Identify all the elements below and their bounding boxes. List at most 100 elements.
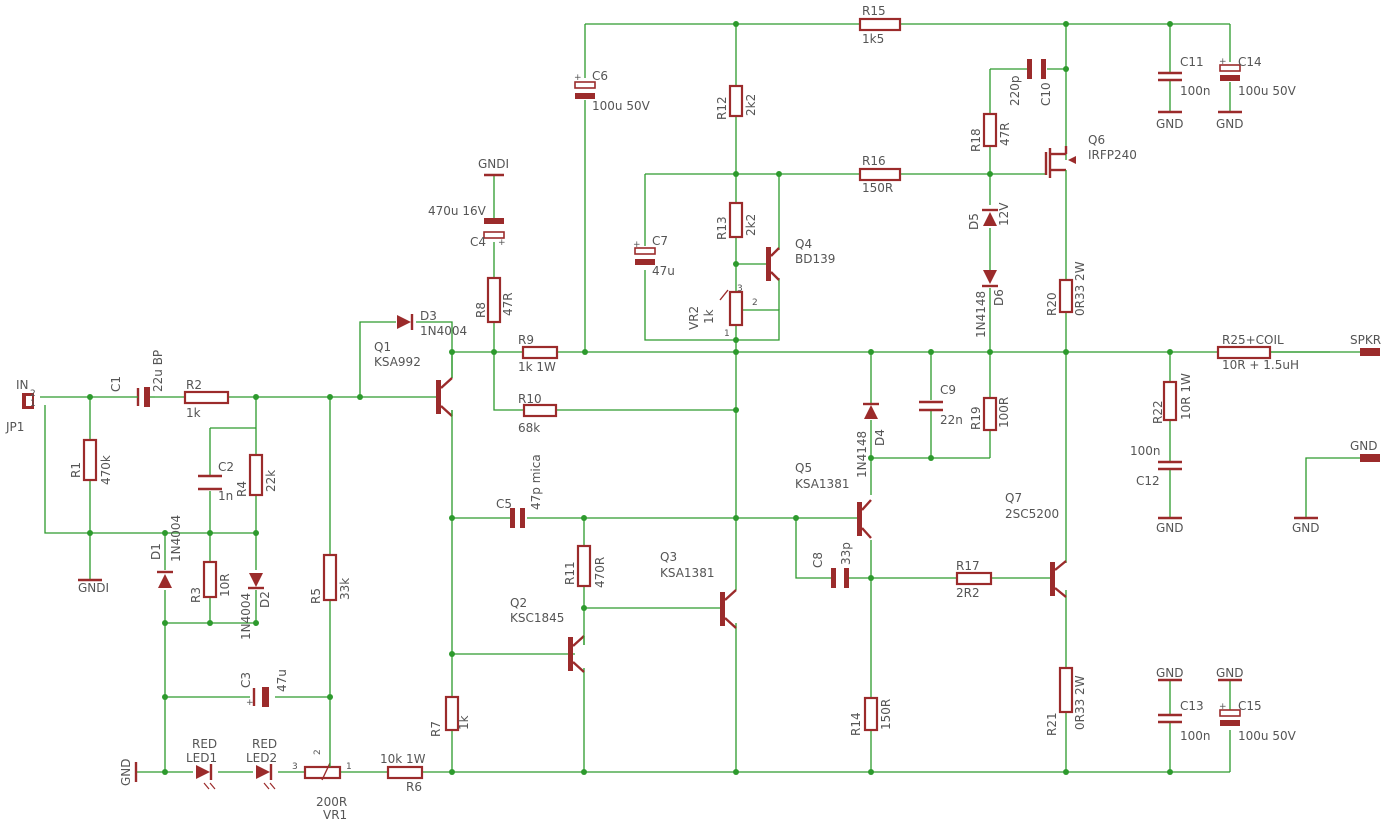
vr2-trimmer [719, 289, 744, 327]
r16-resistor [858, 167, 902, 182]
c13-label: C13 [1180, 699, 1204, 713]
r25-value: 10R + 1.5uH [1222, 358, 1299, 372]
svg-text:+: + [633, 240, 641, 250]
r1-resistor [82, 438, 98, 482]
q4-transistor [766, 247, 780, 281]
q3-transistor [720, 589, 737, 629]
r21-label: R21 [1045, 712, 1059, 736]
r3-resistor [202, 560, 218, 599]
vr2-pin3: 3 [737, 284, 743, 294]
r20-value: 0R33 2W [1073, 261, 1087, 316]
d5-value: 12V [997, 202, 1011, 226]
d5-zener [982, 208, 998, 226]
q6-label: Q6 [1088, 133, 1105, 147]
q5-value: KSA1381 [795, 477, 849, 491]
gndi-label-a: GNDI [78, 581, 109, 595]
components: + + + + + + [22, 17, 1380, 790]
r13-resistor [728, 201, 744, 239]
spkr-pad [1360, 348, 1380, 356]
r9-resistor [521, 345, 559, 360]
r10-label: R10 [518, 392, 542, 406]
svg-text:+: + [498, 238, 506, 248]
d5-label: D5 [967, 213, 981, 230]
r7-resistor [444, 695, 460, 732]
c1-capacitor [130, 387, 155, 407]
r22-label: R22 [1151, 400, 1165, 424]
d4-diode [863, 402, 879, 419]
jp1-pin1: 1 [30, 399, 36, 409]
c5-label: C5 [496, 497, 512, 511]
c8-capacitor [831, 568, 849, 588]
c2-value: 1n [218, 489, 233, 503]
r11-value: 470R [593, 557, 607, 588]
svg-text:+: + [1219, 57, 1227, 67]
vr1-trimmer [303, 758, 342, 781]
r12-resistor [728, 84, 744, 118]
c7-capacitor: + [633, 240, 656, 265]
r11-resistor [576, 544, 592, 588]
c2-label: C2 [218, 460, 234, 474]
r3-value: 10R [218, 573, 232, 597]
jp1-pin2: 2 [30, 389, 36, 399]
r4-value: 22k [264, 470, 278, 492]
vr2-value: 1k [702, 309, 716, 324]
q4-value: BD139 [795, 252, 835, 266]
r18-label: R18 [969, 128, 983, 152]
r14-label: R14 [849, 712, 863, 736]
q1-label: Q1 [374, 340, 391, 354]
r19-resistor [982, 396, 998, 432]
vr1-label: VR1 [323, 808, 347, 822]
svg-text:+: + [246, 698, 254, 708]
r9-value: 1k 1W [518, 360, 556, 374]
gnd-c13-label: GND [1156, 666, 1184, 680]
r22-resistor [1162, 380, 1178, 422]
q4-label: Q4 [795, 237, 812, 251]
gnd-pad [1360, 454, 1380, 462]
vr2-pin1: 1 [724, 329, 730, 339]
r25-resistor-coil [1216, 345, 1272, 360]
d3-value: 1N4004 [420, 324, 467, 338]
c12-label: C12 [1136, 474, 1160, 488]
r7-value: 1k [457, 715, 471, 730]
r7-label: R7 [429, 721, 443, 737]
r14-resistor [863, 696, 879, 732]
gnd-c11-label: GND [1156, 117, 1184, 131]
spkr-label: SPKR [1350, 333, 1381, 347]
r5-value: 33k [338, 578, 352, 600]
labels: IN 2 1 JP1 C1 22u BP R2 1k R1 470k C2 1n… [5, 4, 1381, 822]
r6-resistor [386, 765, 424, 780]
c4-value: 470u 16V [428, 204, 487, 218]
led1-label: LED1 [186, 751, 217, 765]
in-label: IN [16, 378, 29, 392]
r18-value: 47R [998, 122, 1012, 146]
r22-value: 10R 1W [1179, 373, 1193, 420]
jp1-label: JP1 [5, 420, 24, 434]
c6-value: 100u 50V [592, 99, 651, 113]
r14-value: 150R [879, 699, 893, 730]
c10-value: 220p [1008, 75, 1022, 106]
c12-capacitor [1158, 460, 1182, 471]
gnd-pad-symbol-label: GND [1292, 521, 1320, 535]
c10-label: C10 [1039, 82, 1053, 106]
c6-capacitor: + [574, 73, 596, 99]
r8-label: R8 [474, 302, 488, 318]
gndi-label-b: GNDI [478, 157, 509, 171]
r19-label: R19 [969, 406, 983, 430]
gnd-c14-label: GND [1216, 117, 1244, 131]
r19-value: 100R [997, 397, 1011, 428]
r15-label: R15 [862, 4, 886, 18]
d6-diode [982, 270, 998, 288]
r21-value: 0R33 2W [1073, 675, 1087, 730]
c14-label: C14 [1238, 55, 1262, 69]
c6-label: C6 [592, 69, 608, 83]
d3-diode [397, 314, 414, 330]
c12-value: 100n [1130, 444, 1161, 458]
r2-resistor [183, 390, 230, 405]
r6-value: 10k 1W [380, 752, 426, 766]
r9-label: R9 [518, 333, 534, 347]
r1-value: 470k [99, 455, 113, 485]
q7-label: Q7 [1005, 491, 1022, 505]
r21-resistor [1058, 666, 1074, 714]
d1-value: 1N4004 [169, 515, 183, 562]
gnd-c12-label: GND [1156, 521, 1184, 535]
